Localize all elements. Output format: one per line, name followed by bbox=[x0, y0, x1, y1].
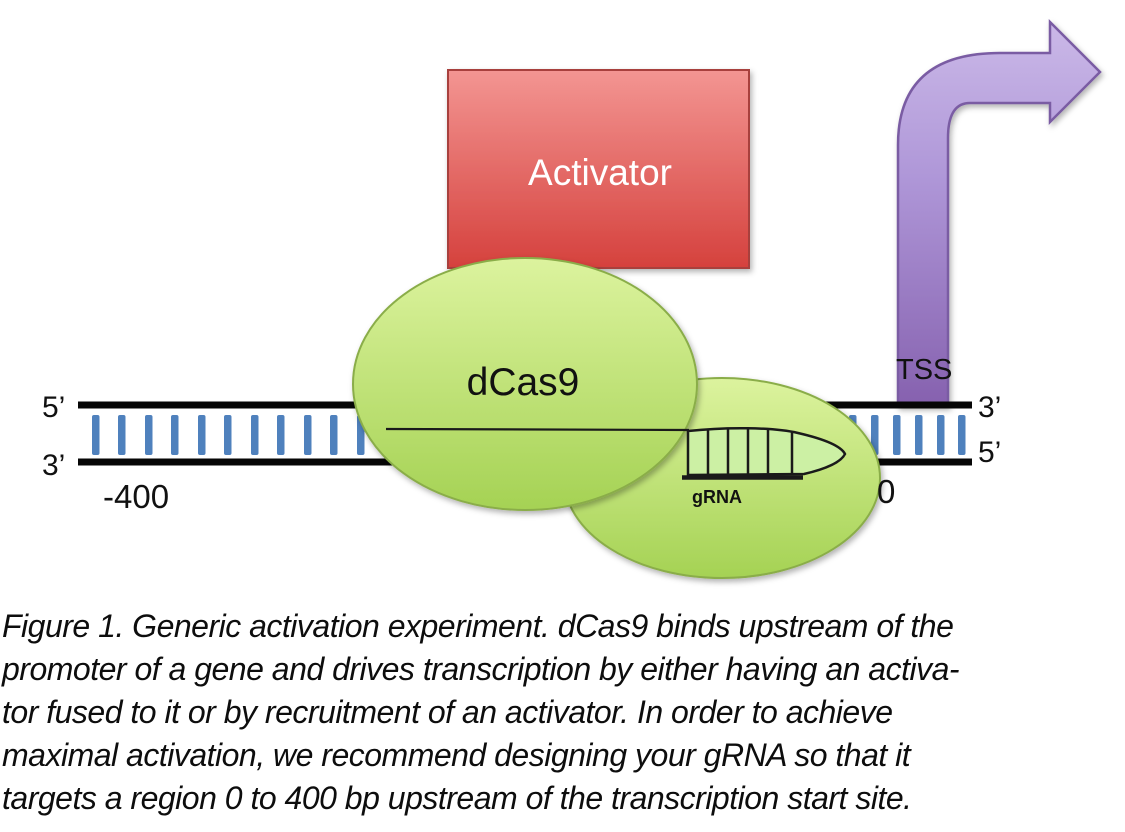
grna-label: gRNA bbox=[692, 487, 742, 507]
right-top-end-label: 3’ bbox=[978, 391, 1001, 424]
activator-label: Activator bbox=[528, 152, 672, 193]
tss-label: TSS bbox=[896, 354, 952, 386]
activator-box bbox=[447, 69, 750, 269]
caption-line: Figure 1. Generic activation experiment.… bbox=[2, 608, 954, 644]
right-bottom-end-label: 5’ bbox=[978, 436, 1001, 469]
caption-line: maximal activation, we recommend designi… bbox=[2, 737, 911, 773]
transcription-arrow bbox=[896, 18, 1102, 408]
activation-diagram: Activator dCas9 gRNA TSS 5’ 3’ 3’ 5’ -40… bbox=[42, 18, 1102, 579]
caption-line: tor fused to it or by recruitment of an … bbox=[2, 694, 893, 730]
target-strand-line bbox=[385, 427, 690, 432]
figure-caption: Figure 1. Generic activation experiment.… bbox=[2, 605, 1125, 820]
dcas9-label: dCas9 bbox=[467, 361, 580, 404]
grna-scaffold bbox=[682, 426, 847, 480]
caption-line: targets a region 0 to 400 bp upstream of… bbox=[2, 780, 912, 816]
left-top-end-label: 5’ bbox=[42, 391, 65, 424]
upstream-position-label: -400 bbox=[103, 478, 169, 515]
left-bottom-end-label: 3’ bbox=[42, 449, 65, 482]
dcas9-ellipse bbox=[352, 257, 698, 511]
tss-position-label: 0 bbox=[877, 473, 895, 510]
caption-line: promoter of a gene and drives transcript… bbox=[2, 651, 960, 687]
